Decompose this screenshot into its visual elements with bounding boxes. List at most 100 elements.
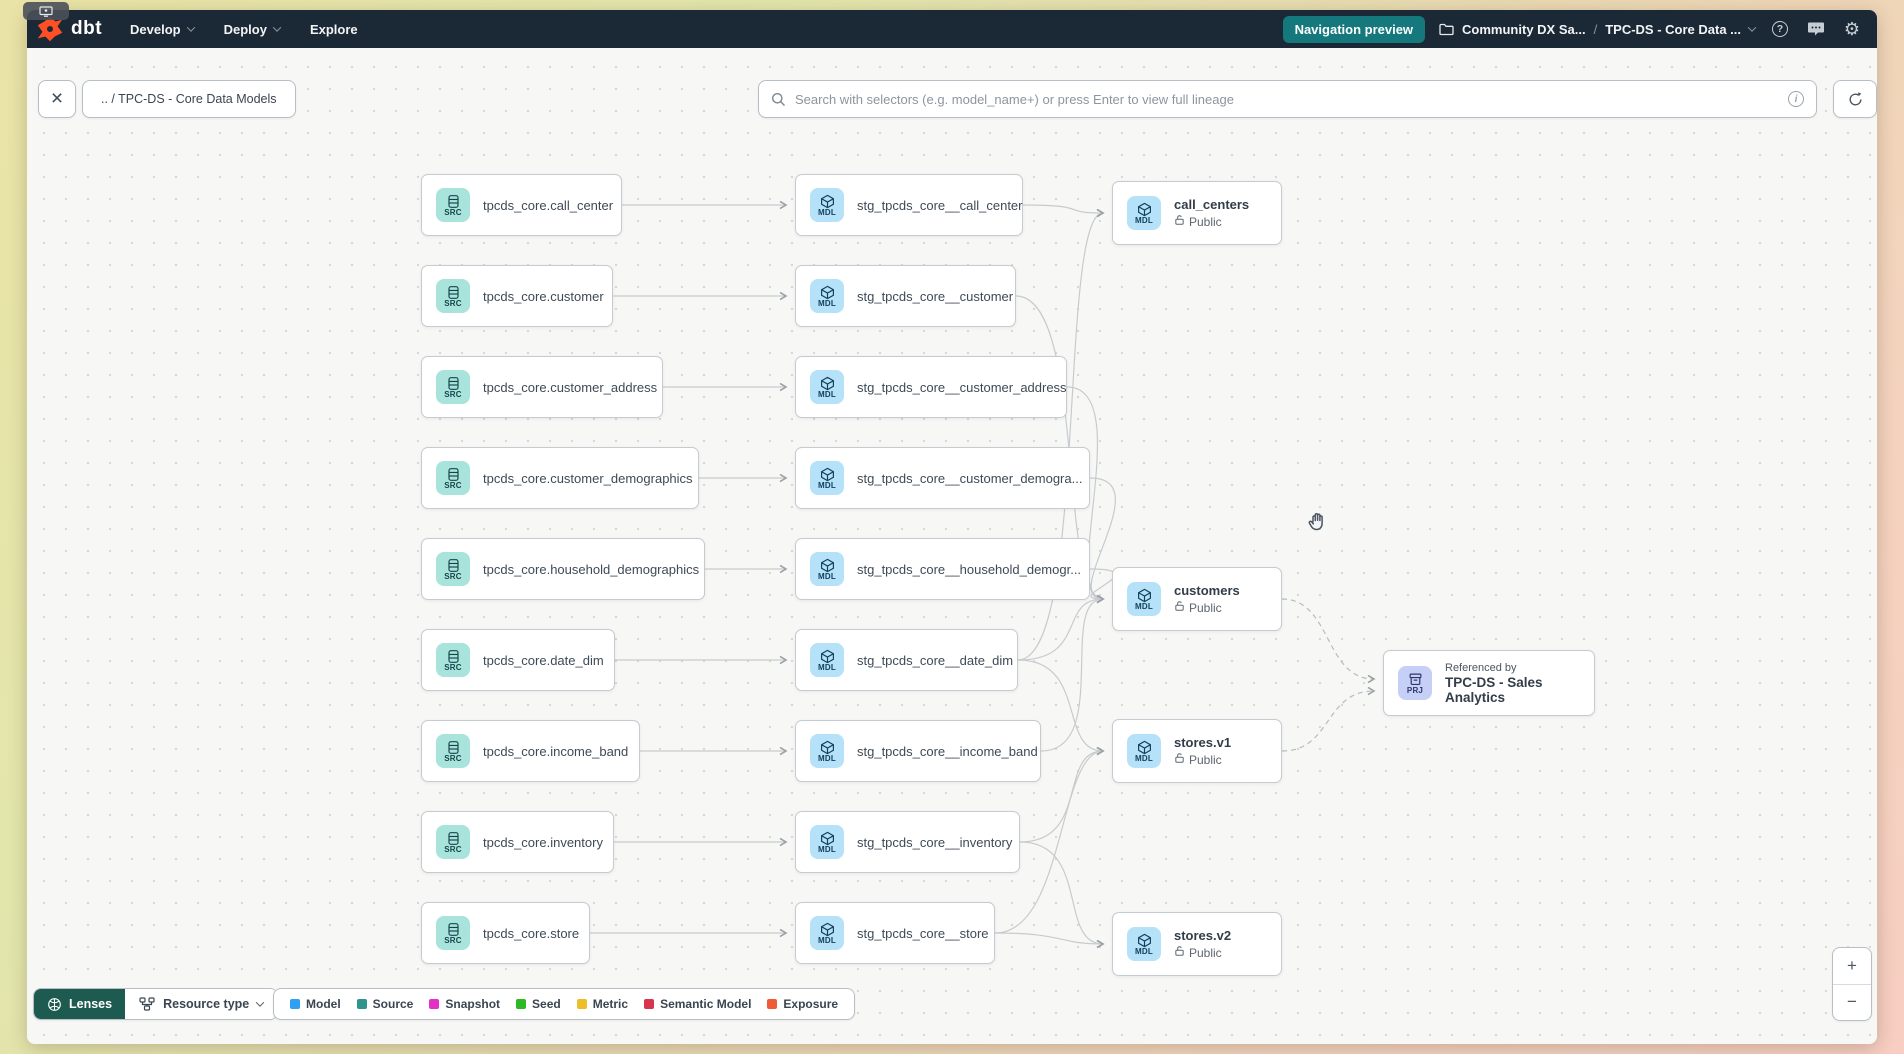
gear-icon: ⚙ <box>1843 19 1861 39</box>
lineage-search: i <box>758 80 1817 118</box>
menu-label: Explore <box>309 21 358 37</box>
zoom-out-button[interactable]: − <box>1847 992 1857 1012</box>
menu-explore[interactable]: Explore <box>310 22 358 37</box>
help-button[interactable]: ? <box>1769 18 1791 40</box>
breadcrumb-separator: / <box>1593 21 1598 37</box>
legend-swatch <box>356 999 367 1009</box>
model-icon: MDL <box>810 825 844 859</box>
access-badge: Public <box>1174 945 1231 960</box>
dbt-logo[interactable]: dbt <box>35 14 102 44</box>
menu-develop[interactable]: Develop <box>130 22 195 37</box>
info-icon[interactable]: i <box>1788 91 1804 107</box>
dbt-logo-text: dbt <box>71 18 103 39</box>
access-badge: Public <box>1174 214 1249 229</box>
dbt-app-window: dbt Develop Deploy Explore Navigation prev… <box>27 10 1877 1044</box>
node-label: tpcds_core.income_band <box>483 743 629 759</box>
settings-button[interactable]: ⚙ <box>1841 18 1863 40</box>
help-icon: ? <box>1772 21 1788 37</box>
lineage-breadcrumb[interactable]: .. / TPC-DS - Core Data Models <box>82 80 296 118</box>
close-lineage-button[interactable]: × <box>38 80 76 118</box>
node-label: call_centers <box>1174 197 1250 212</box>
zoom-in-button[interactable]: + <box>1833 948 1871 985</box>
lineage-node-source[interactable]: SRC tpcds_core.income_band <box>421 720 640 782</box>
navigation-preview-button[interactable]: Navigation preview <box>1282 15 1426 43</box>
legend-item-semantic-model: Semantic Model <box>644 997 751 1011</box>
lineage-node-public-model[interactable]: MDL call_centers Public <box>1112 181 1282 245</box>
source-icon: SRC <box>436 734 470 768</box>
breadcrumb-page[interactable]: TPC-DS - Core Data ... <box>1605 21 1741 37</box>
screen-share-tab[interactable] <box>23 2 69 20</box>
node-label: tpcds_core.store <box>483 925 580 941</box>
lineage-canvas[interactable]: × .. / TPC-DS - Core Data Models i SRCtp… <box>27 48 1877 1044</box>
node-label: stg_tpcds_core__customer_address <box>857 379 1067 395</box>
source-icon: SRC <box>436 188 470 222</box>
legend-label: Exposure <box>783 997 839 1011</box>
legend-label: Source <box>372 997 414 1011</box>
node-label: tpcds_core.customer_demographics <box>483 470 693 486</box>
grab-cursor <box>1305 510 1329 539</box>
model-icon: MDL <box>1127 927 1161 961</box>
lock-open-icon <box>1174 600 1185 615</box>
refresh-lineage-button[interactable] <box>1833 80 1877 118</box>
legend-label: Snapshot <box>445 997 501 1011</box>
search-input[interactable] <box>795 91 1779 107</box>
source-icon: SRC <box>436 643 470 677</box>
legend-item-exposure: Exposure <box>767 997 838 1011</box>
legend-item-snapshot: Snapshot <box>429 997 500 1011</box>
monitor-icon <box>39 5 53 17</box>
access-badge: Public <box>1174 752 1231 767</box>
node-label: tpcds_core.customer <box>483 288 604 304</box>
model-icon: MDL <box>810 916 844 950</box>
lenses-label: Lenses <box>69 997 113 1011</box>
node-label: customers <box>1174 583 1240 598</box>
model-icon: MDL <box>810 734 844 768</box>
resource-type-label: Resource type <box>163 997 250 1011</box>
lock-open-icon <box>1174 214 1185 229</box>
node-label: stg_tpcds_core__household_demogr... <box>857 561 1082 577</box>
feedback-button[interactable] <box>1805 18 1827 40</box>
legend-swatch <box>767 999 778 1009</box>
lock-open-icon <box>1174 945 1185 960</box>
lineage-node-model[interactable]: MDL stg_tpcds_core__household_demogr... <box>795 538 1090 600</box>
chevron-down-icon[interactable] <box>1747 23 1757 32</box>
chat-icon <box>1808 22 1824 36</box>
lineage-node-public-model[interactable]: MDL stores.v2 Public <box>1112 912 1282 976</box>
node-label: stg_tpcds_core__income_band <box>857 743 1038 759</box>
node-label: stg_tpcds_core__call_center <box>857 197 1023 213</box>
refresh-icon <box>1849 91 1861 105</box>
legend-label: Metric <box>592 997 629 1011</box>
menu-deploy[interactable]: Deploy <box>224 22 282 37</box>
resource-type-icon <box>139 997 155 1011</box>
lock-open-icon <box>1174 752 1185 767</box>
node-label: stg_tpcds_core__date_dim <box>857 652 1014 668</box>
lenses-button[interactable]: Lenses <box>34 989 126 1019</box>
model-icon: MDL <box>810 552 844 586</box>
lineage-node-model[interactable]: MDL stg_tpcds_core__income_band <box>795 720 1041 782</box>
model-icon: MDL <box>1127 582 1161 616</box>
breadcrumb: Community DX Sa... / TPC-DS - Core Data … <box>1439 21 1757 37</box>
node-label: stores.v2 <box>1174 928 1232 943</box>
resource-type-dropdown[interactable]: Resource type <box>125 989 278 1019</box>
model-icon: MDL <box>1127 196 1161 230</box>
breadcrumb-project[interactable]: Community DX Sa... <box>1462 21 1586 37</box>
legend-label: Seed <box>532 997 561 1011</box>
chevron-down-icon <box>256 998 265 1007</box>
